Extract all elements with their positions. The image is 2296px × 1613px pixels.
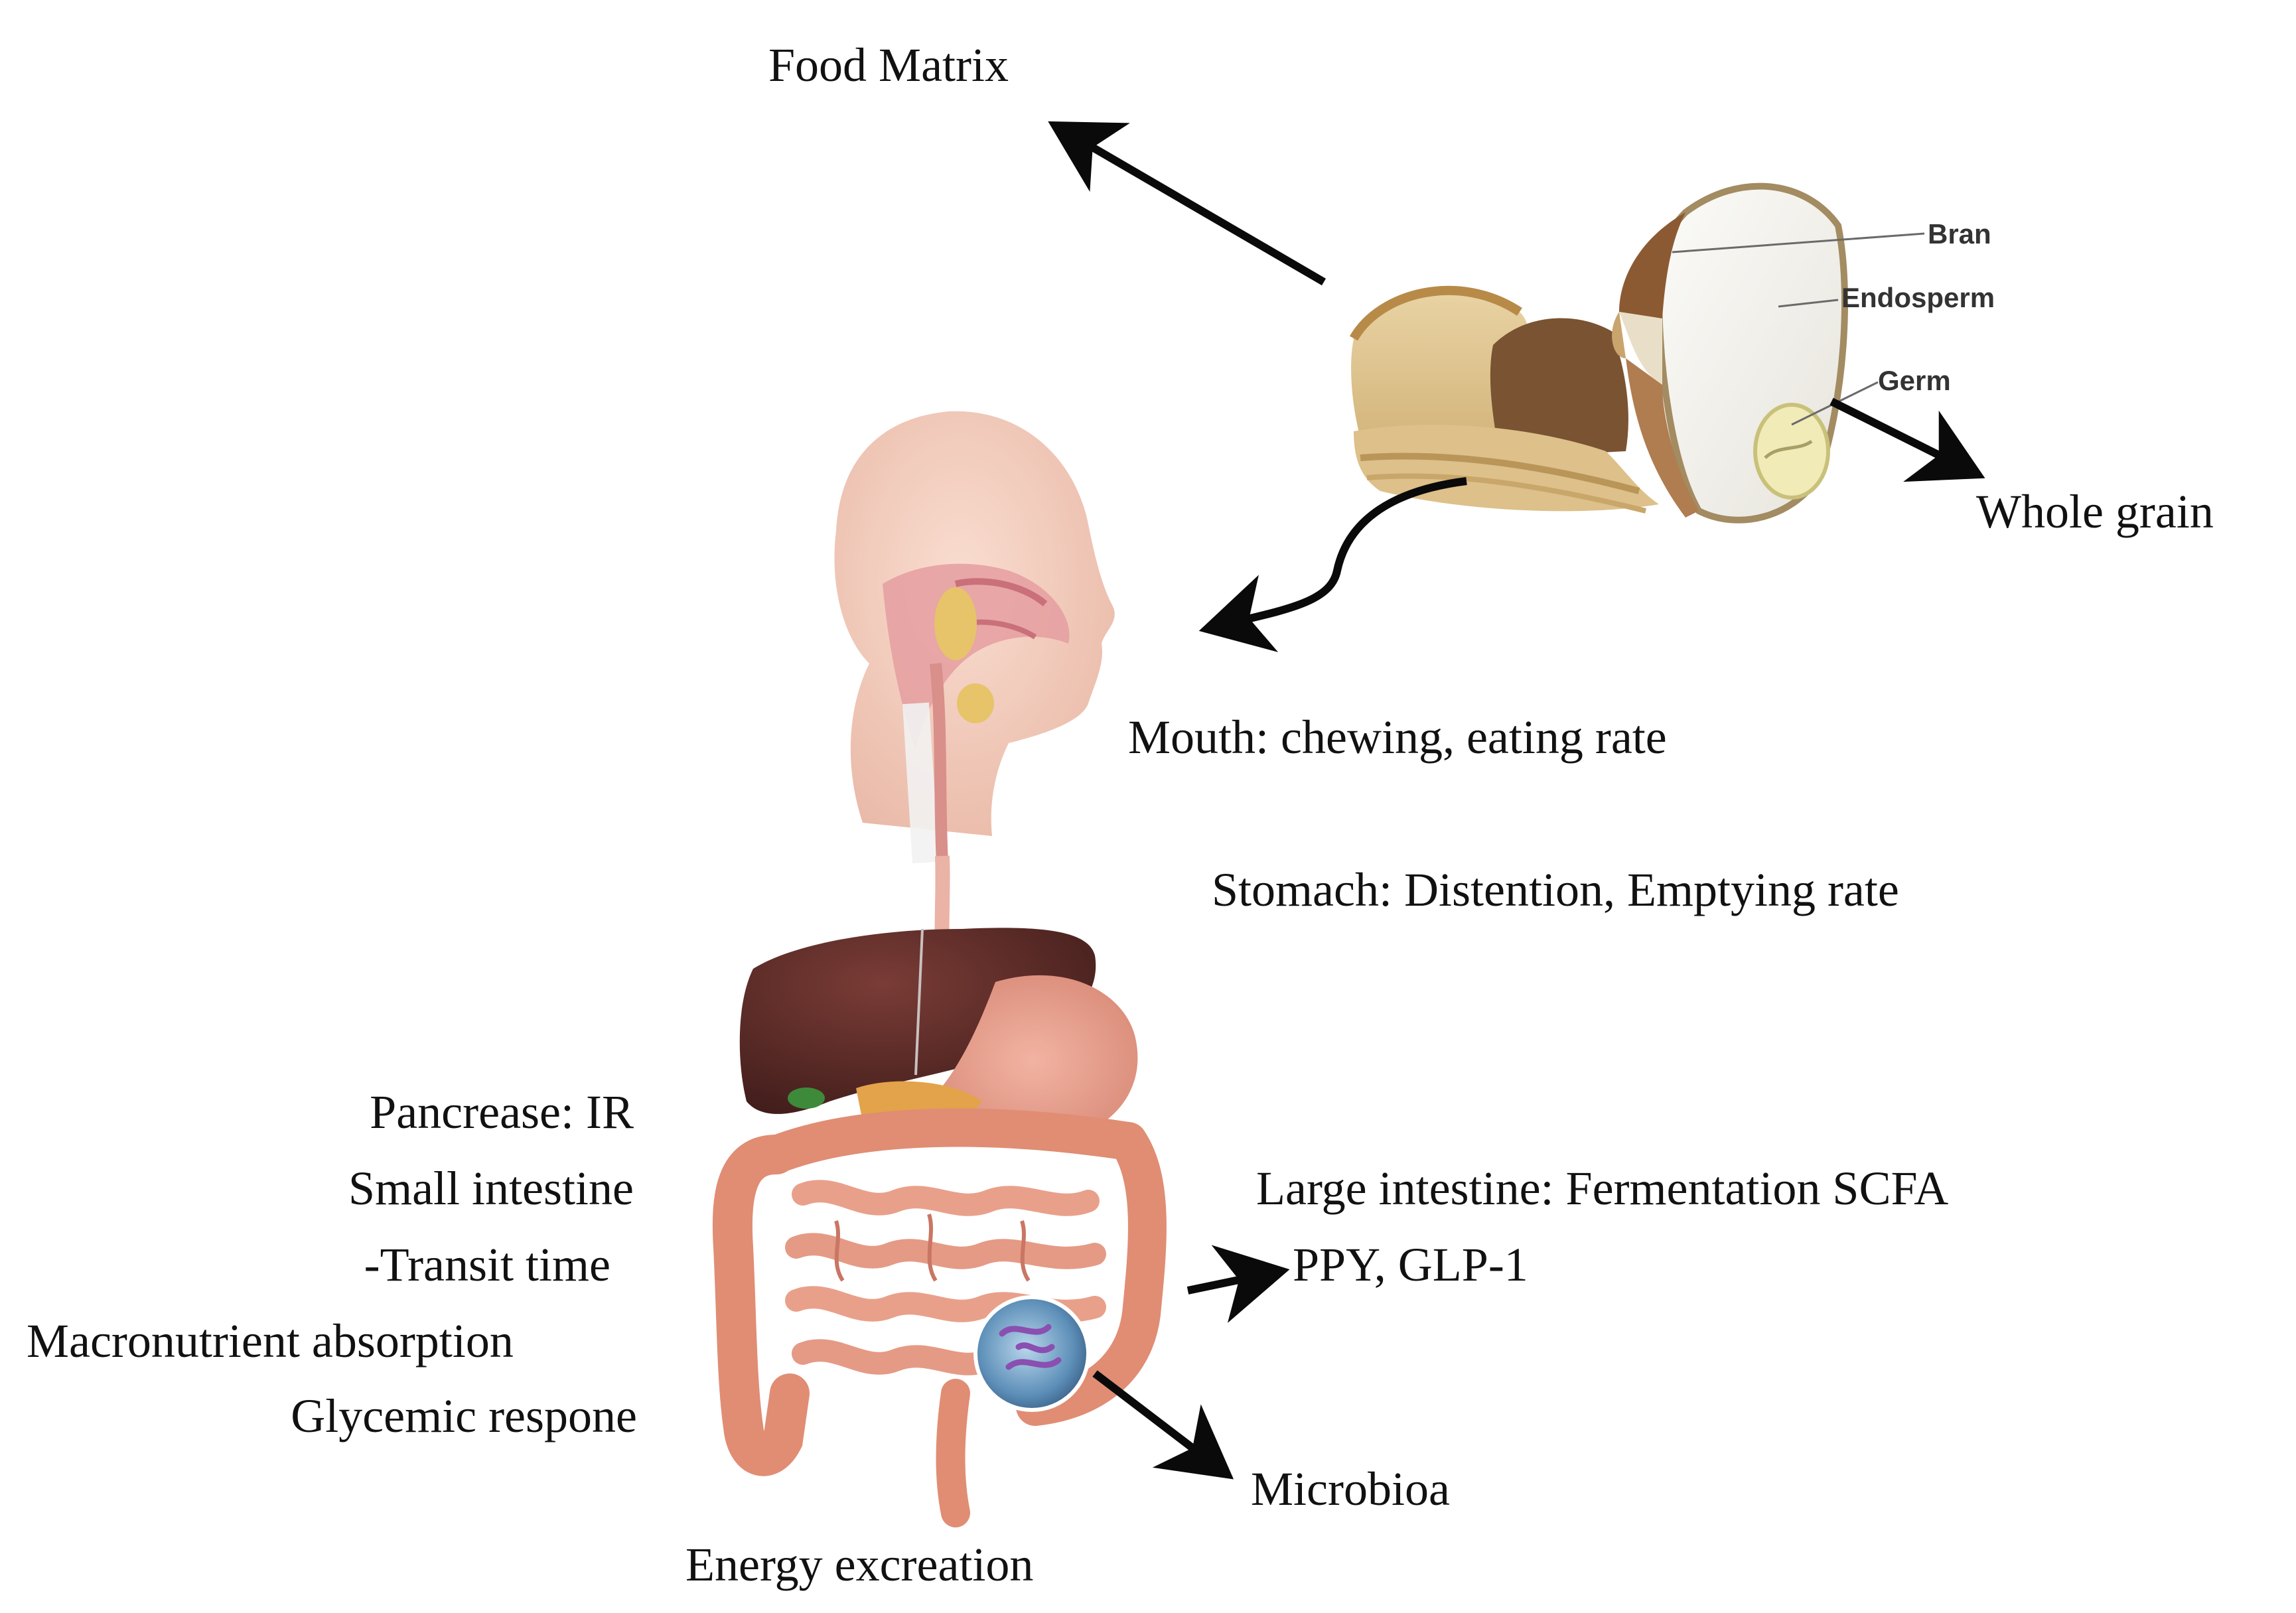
label-bran: Bran — [1928, 218, 1991, 249]
label-mouth: Mouth: chewing, eating rate — [1128, 711, 1667, 764]
label-microbiota: Microbioa — [1251, 1462, 1450, 1515]
arrow-to-mouth — [1198, 477, 1467, 652]
head-illustration — [834, 411, 1115, 864]
label-pancreas: Pancrease: IR — [370, 1086, 634, 1139]
arrow-to-whole-grain — [1830, 397, 1985, 482]
label-macronutrient-absorption: Macronutrient absorption — [27, 1314, 514, 1368]
label-endosperm: Endosperm — [1841, 282, 1995, 313]
label-germ: Germ — [1878, 365, 1951, 396]
label-whole-grain: Whole grain — [1976, 485, 2214, 538]
label-large-intestine: Large intestine: Fermentation SCFA — [1256, 1162, 1949, 1215]
label-glycemic-response: Glycemic respone — [291, 1389, 637, 1442]
label-transit-time: -Transit time — [364, 1238, 610, 1291]
label-food-matrix: Food Matrix — [768, 38, 1009, 92]
arrow-to-hormones — [1186, 1245, 1290, 1323]
digestive-system-illustration — [712, 928, 1167, 1527]
arrow-to-microbiota — [1092, 1370, 1234, 1480]
label-energy-excretion: Energy excreation — [685, 1538, 1034, 1591]
label-stomach: Stomach: Distention, Emptying rate — [1212, 863, 1899, 916]
arrow-to-food-matrix — [1048, 121, 1327, 286]
label-small-intestine: Small intestine — [348, 1162, 634, 1215]
label-hormones: PPY, GLP-1 — [1293, 1238, 1528, 1291]
grain-kernel-illustration — [1612, 182, 1925, 524]
